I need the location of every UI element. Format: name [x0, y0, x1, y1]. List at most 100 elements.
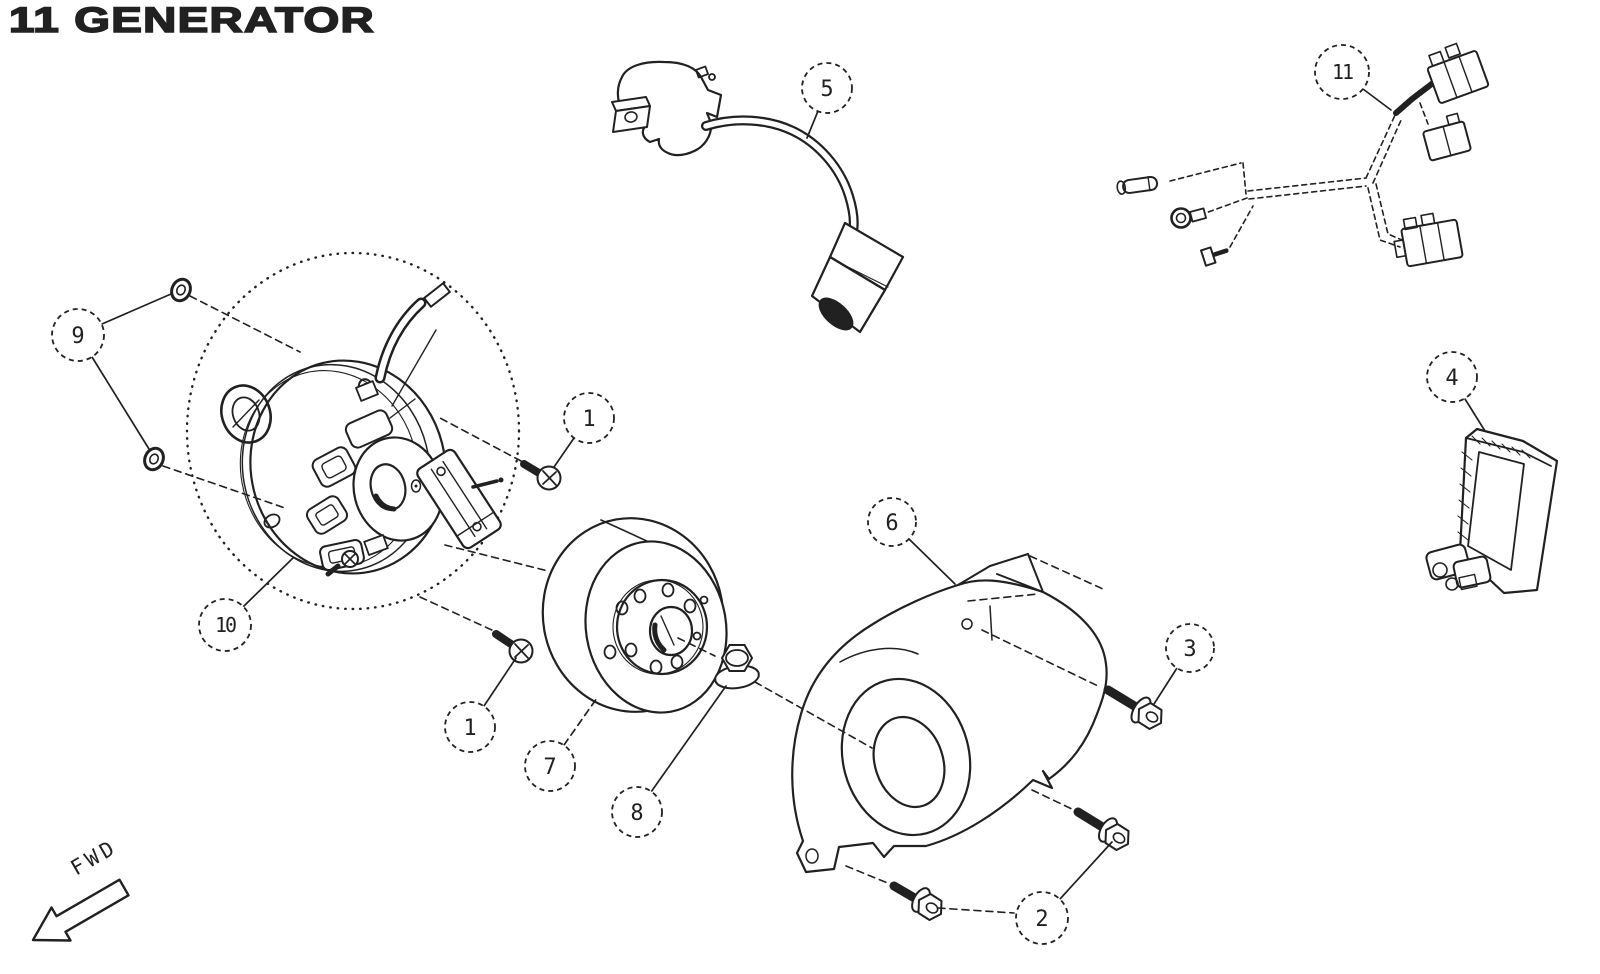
stator-wire	[355, 282, 451, 419]
cdi-unit	[1425, 427, 1559, 595]
bolt-2-left	[889, 881, 943, 921]
callout-number: 9	[71, 324, 84, 349]
flywheel-nut	[714, 644, 760, 690]
construction-line	[419, 596, 495, 632]
stator-seal	[220, 384, 272, 444]
harness-connector-a	[1426, 42, 1490, 104]
callout-circle	[1165, 623, 1215, 673]
pickup-coil	[416, 448, 504, 550]
hidden-construction-lines	[162, 295, 1104, 914]
leader-line	[908, 538, 956, 585]
spark-plug-lead	[701, 115, 859, 236]
callout-circle	[198, 598, 252, 652]
callout-circle	[1314, 44, 1370, 100]
callout-7: 7	[524, 740, 576, 792]
callout-number: 1	[582, 407, 595, 432]
page-title: 11 GENERATOR	[9, 1, 375, 40]
callout-number: 6	[885, 511, 898, 536]
cover-boss	[840, 677, 972, 837]
callout-circle	[801, 62, 853, 114]
harness-connector-c	[1393, 212, 1464, 268]
leader-line	[1464, 398, 1486, 432]
leader-line	[1362, 88, 1392, 111]
callout-8: 8	[611, 786, 663, 838]
construction-line	[937, 907, 1015, 914]
callout-4: 4	[1426, 351, 1478, 403]
stator-dotted-boundary	[185, 251, 521, 611]
callout-circle	[1426, 351, 1478, 403]
fwd-indicator: FWD	[31, 835, 130, 942]
callout-number: 1	[463, 716, 476, 741]
callout-number: 2	[1035, 907, 1048, 932]
construction-line	[845, 865, 891, 885]
construction-line	[754, 681, 873, 749]
cdi-hatching	[1457, 435, 1531, 541]
fwd-arrow	[31, 878, 130, 942]
callout-3: 3	[1165, 623, 1215, 673]
cover-oval-opening	[872, 715, 946, 809]
screw-1-lower	[492, 630, 534, 664]
construction-line	[444, 544, 549, 572]
callout-number: 3	[1183, 637, 1196, 662]
bolt-2-right	[1073, 807, 1130, 851]
callout-number: 11	[1332, 60, 1353, 84]
bolt-3	[1103, 685, 1163, 730]
callout-number: 8	[630, 801, 643, 826]
stator-plate-screw	[263, 513, 359, 577]
harness-black-lead	[1393, 80, 1436, 116]
callout-number: 5	[820, 77, 833, 102]
harness-screw-terminal	[1200, 246, 1229, 267]
cdi-connector	[1425, 543, 1492, 591]
flywheel-rotor	[541, 517, 728, 714]
leader-line	[650, 685, 727, 793]
callout-10: 10	[198, 598, 252, 652]
callout-1: 1	[444, 701, 496, 753]
spark-plug-cap	[810, 221, 905, 334]
crankcase-cover	[791, 553, 1108, 874]
leader-line	[563, 697, 598, 746]
coil-mount-tab	[611, 96, 651, 133]
construction-line	[1031, 789, 1075, 811]
callout-5: 5	[801, 62, 853, 114]
leader-line	[483, 657, 517, 707]
leader-line	[242, 557, 294, 608]
callout-circle	[611, 786, 663, 838]
construction-line	[439, 417, 522, 462]
callout-circle	[444, 701, 496, 753]
construction-line	[981, 629, 1099, 687]
flywheel-bolt-holes	[603, 582, 709, 675]
callout-circle	[524, 740, 576, 792]
grommet-upper	[170, 277, 192, 303]
grommet-lower	[143, 446, 165, 472]
leader-line	[91, 356, 150, 450]
construction-line	[189, 295, 301, 353]
callout-11: 11	[1314, 44, 1370, 100]
cover-top-tab	[957, 553, 1044, 593]
screw-1-upper	[520, 460, 562, 491]
harness-bullet-terminal	[1116, 175, 1159, 195]
callout-6: 6	[867, 497, 917, 547]
callout-circle	[51, 308, 105, 362]
harness-ring-terminal	[1170, 207, 1207, 229]
callout-circle	[867, 497, 917, 547]
construction-line	[967, 593, 1039, 602]
harness-wires	[1169, 102, 1429, 248]
harness-connector-b	[1422, 112, 1472, 162]
leader-line	[806, 110, 819, 139]
callout-2: 2	[1015, 891, 1069, 945]
construction-line	[677, 637, 716, 657]
ignition-coil	[611, 60, 905, 334]
callout-leader-lines	[91, 88, 1486, 900]
coil-terminal-bolt	[695, 65, 716, 81]
leader-line	[1059, 841, 1113, 900]
construction-line	[1029, 555, 1104, 590]
wire-harness	[1116, 42, 1490, 268]
leader-line	[1153, 667, 1178, 705]
callout-number: 10	[215, 613, 236, 637]
stator-coils	[305, 409, 394, 571]
construction-line	[162, 465, 286, 509]
callout-9: 9	[51, 308, 105, 362]
